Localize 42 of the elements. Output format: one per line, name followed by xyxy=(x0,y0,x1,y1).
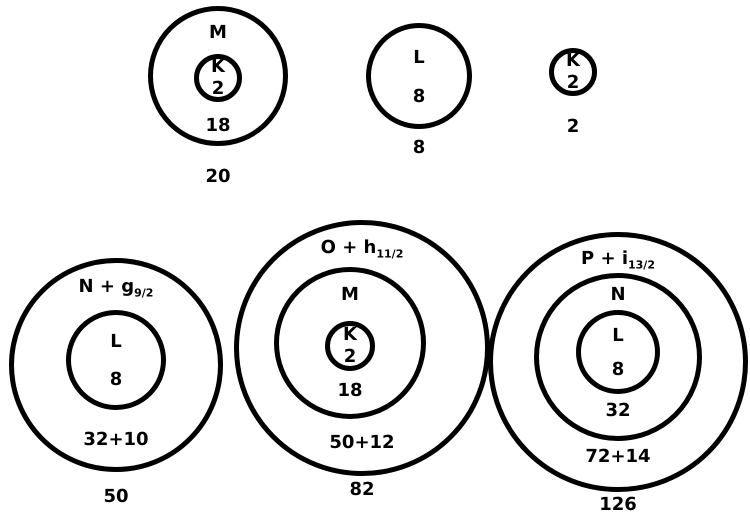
shell-label: M xyxy=(209,22,227,44)
shell-circle xyxy=(488,232,748,492)
electron-count: 18 xyxy=(337,380,363,402)
electron-count: 8 xyxy=(612,359,624,381)
total-count: 2 xyxy=(566,116,580,138)
shell-label: K xyxy=(211,56,225,78)
electron-count: 2 xyxy=(212,78,224,100)
shell-label: N + g$_{9/2}$ xyxy=(78,276,154,302)
shell-circle xyxy=(9,258,223,472)
total-count: 50 xyxy=(103,486,129,508)
electron-count: 8 xyxy=(110,369,122,391)
electron-count: 2 xyxy=(566,72,580,94)
shell-label: L xyxy=(612,325,624,347)
shell-label: M xyxy=(341,284,359,306)
total-count: 20 xyxy=(205,166,231,188)
total-count: 126 xyxy=(599,494,637,516)
shell-circle xyxy=(234,220,490,476)
shell-label: L xyxy=(110,331,122,353)
shell-circle xyxy=(366,23,472,129)
electron-count: 72+14 xyxy=(585,446,651,468)
shell-circle xyxy=(194,54,242,102)
shell-circle xyxy=(534,273,702,441)
shell-circle xyxy=(325,321,375,371)
shell-label: L xyxy=(413,47,425,69)
electron-count: 50+12 xyxy=(329,432,395,454)
electron-count: 32 xyxy=(605,400,631,422)
electron-count: 8 xyxy=(412,86,426,108)
total-count: 82 xyxy=(349,479,375,501)
shell-circle xyxy=(66,310,166,410)
electron-count: 18 xyxy=(205,115,231,137)
shell-circle xyxy=(576,310,660,394)
electron-count: 2 xyxy=(344,346,356,368)
shell-circle xyxy=(274,267,426,419)
electron-count: 32+10 xyxy=(83,429,149,451)
shell-label: N xyxy=(610,284,626,306)
shell-circle xyxy=(148,6,288,146)
shell-label: O + h$_{11/2}$ xyxy=(320,237,404,263)
shell-label: K xyxy=(343,324,357,346)
shell-label: P + i$_{13/2}$ xyxy=(581,248,655,274)
total-count: 8 xyxy=(412,137,426,159)
shell-label: K xyxy=(566,50,580,72)
shell-circle xyxy=(549,48,597,96)
